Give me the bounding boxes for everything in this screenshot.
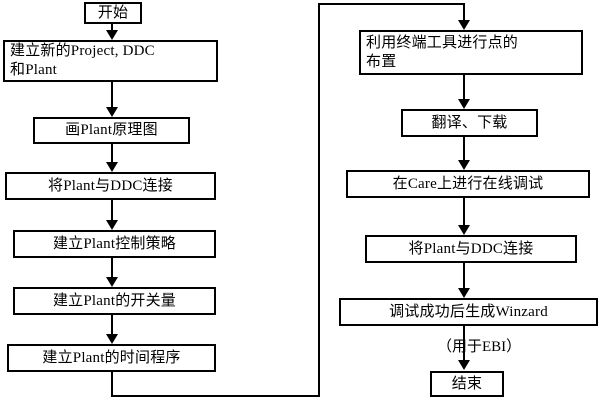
- node-draw-schematic-label: 画Plant原理图: [65, 122, 158, 139]
- node-start-label: 开始: [97, 4, 129, 21]
- node-switch-quantity-label: 建立Plant的开关量: [52, 292, 177, 309]
- node-draw-schematic[interactable]: 画Plant原理图: [33, 117, 190, 144]
- edge-translate-to-online-debug-arrow: [458, 160, 470, 170]
- edge-connect-1-to-control-strategy-line: [111, 200, 113, 226]
- node-translate-download-label: 翻译、下载: [431, 114, 508, 131]
- edge-terminal-tool-to-translate-arrow: [458, 99, 470, 109]
- edge-generate-winzard-to-end-arrow: [458, 360, 470, 370]
- edge-time-program-to-terminal-tool-seg-down: [111, 372, 113, 397]
- edge-time-program-to-terminal-tool-seg-up: [318, 3, 320, 397]
- edge-time-program-to-terminal-tool-arrow: [458, 20, 470, 30]
- node-online-debug[interactable]: 在Care上进行在线调试: [346, 170, 590, 198]
- node-time-program[interactable]: 建立Plant的时间程序: [7, 344, 216, 372]
- node-switch-quantity[interactable]: 建立Plant的开关量: [13, 287, 216, 315]
- node-end-label: 结束: [451, 375, 483, 392]
- edge-connect-2-to-generate-winzard-arrow: [458, 288, 470, 298]
- edge-generate-winzard-to-end-line: [463, 326, 465, 366]
- edge-connect-1-to-control-strategy-arrow: [106, 220, 118, 230]
- node-create-project-label: 建立新的Project, DDC 和Plant: [10, 43, 155, 78]
- node-start[interactable]: 开始: [84, 2, 142, 24]
- edge-online-debug-to-connect-2-arrow: [458, 225, 470, 235]
- edge-online-debug-to-connect-2-line: [463, 198, 465, 230]
- node-time-program-label: 建立Plant的时间程序: [42, 349, 181, 366]
- edge-draw-schematic-to-connect-1-line: [111, 144, 113, 168]
- edge-create-project-to-draw-schematic-line: [111, 82, 113, 111]
- node-terminal-tool-label: 利用终端工具进行点的 布置: [366, 34, 519, 70]
- edge-time-program-to-terminal-tool-seg-down-final: [463, 3, 465, 25]
- edge-switch-quantity-to-time-program-line: [111, 315, 113, 341]
- edge-terminal-tool-to-translate-line: [463, 75, 465, 104]
- node-translate-download[interactable]: 翻译、下载: [401, 109, 538, 137]
- annotation-for-ebi: （用于EBI）: [437, 339, 522, 355]
- edge-connect-2-to-generate-winzard-line: [463, 263, 465, 293]
- node-control-strategy-label: 建立Plant控制策略: [52, 235, 177, 252]
- node-generate-winzard[interactable]: 调试成功后生成Winzard: [339, 298, 598, 326]
- node-control-strategy[interactable]: 建立Plant控制策略: [13, 230, 216, 258]
- edge-control-strategy-to-switch-quantity-line: [111, 258, 113, 284]
- node-create-project[interactable]: 建立新的Project, DDC 和Plant: [3, 40, 218, 82]
- edge-control-strategy-to-switch-quantity-arrow: [106, 277, 118, 287]
- node-online-debug-label: 在Care上进行在线调试: [392, 175, 544, 192]
- edge-time-program-to-terminal-tool-seg-right-bottom: [111, 395, 320, 397]
- edge-switch-quantity-to-time-program-arrow: [106, 334, 118, 344]
- edge-start-to-create-project-arrow: [106, 30, 118, 40]
- node-generate-winzard-label: 调试成功后生成Winzard: [389, 303, 548, 320]
- node-connect-plant-ddc-2[interactable]: 将Plant与DDC连接: [365, 235, 577, 263]
- edge-draw-schematic-to-connect-1-arrow: [106, 162, 118, 172]
- node-end[interactable]: 结束: [430, 371, 504, 397]
- node-terminal-tool[interactable]: 利用终端工具进行点的 布置: [359, 30, 583, 75]
- node-connect-plant-ddc-1-label: 将Plant与DDC连接: [48, 177, 173, 194]
- node-connect-plant-ddc-1[interactable]: 将Plant与DDC连接: [5, 172, 216, 200]
- edge-time-program-to-terminal-tool-seg-right-top: [318, 3, 465, 5]
- edge-translate-to-online-debug-line: [463, 137, 465, 165]
- edge-create-project-to-draw-schematic-arrow: [106, 107, 118, 117]
- node-connect-plant-ddc-2-label: 将Plant与DDC连接: [408, 240, 534, 257]
